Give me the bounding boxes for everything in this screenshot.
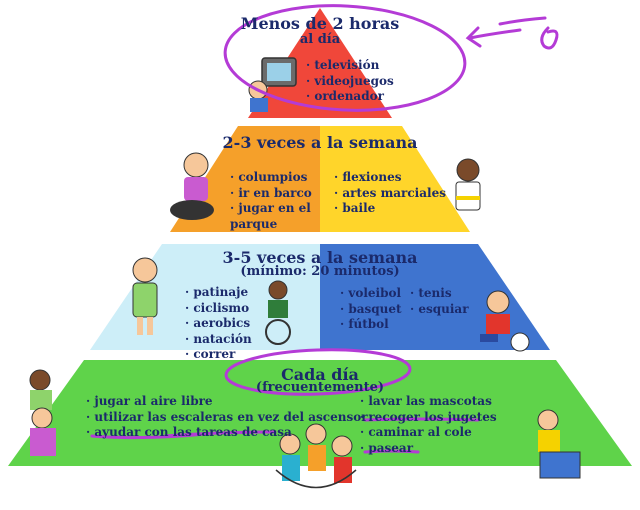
tire-swing-kid-illustration	[170, 152, 214, 220]
list-item: flexiones	[334, 170, 446, 186]
jump-rope-kids-illustration	[275, 423, 357, 489]
list-item: pasear	[360, 441, 497, 457]
list-item: fútbol	[340, 317, 402, 333]
tier-4-left-list: jugar al aire libre utilizar las escaler…	[86, 394, 368, 441]
list-item: columpios	[230, 170, 312, 186]
list-item: ayudar con las tareas de casa	[86, 425, 368, 441]
annotation-arrow	[465, 16, 547, 48]
list-item: televisión	[306, 58, 394, 74]
list-item: ordenador	[306, 89, 394, 105]
list-item: lavar las mascotas	[360, 394, 497, 410]
tier-3-subtitle: (mínimo: 20 minutos)	[240, 264, 400, 279]
tier-4-title: Cada día	[281, 365, 359, 384]
annotation-circle-top	[223, 4, 467, 112]
list-item: recoger los jugetes	[360, 410, 496, 426]
karate-kid-illustration	[455, 158, 481, 211]
list-item: natación	[185, 332, 251, 348]
list-item: videojuegos	[306, 74, 393, 90]
list-item: artes marciales	[334, 186, 446, 202]
list-item: ciclismo	[185, 301, 252, 317]
tier-1-subtitle: al día	[299, 32, 341, 47]
list-item: jugar en el parque	[230, 201, 312, 232]
list-item: ir en barco	[230, 186, 312, 202]
tier-3-right-list-1: voleibol basquet fútbol	[340, 286, 402, 333]
list-item: baile	[334, 201, 446, 217]
tier-4-right-list: lavar las mascotas recoger los jugetes c…	[360, 394, 497, 457]
list-item: aerobics	[185, 316, 252, 332]
list-item: tenis	[410, 286, 469, 302]
tier-2-title: 2-3 veces a la semana	[222, 133, 418, 152]
recycling-kid-illustration	[537, 409, 581, 479]
annotation-swirl	[540, 26, 559, 50]
tier-1-list: televisión videojuegos ordenador	[306, 58, 394, 105]
list-item: patinaje	[185, 285, 252, 301]
tier-3-right-list-2: tenis esquiar	[410, 286, 469, 318]
list-item: esquiar	[410, 302, 468, 318]
tier-3-left-list: patinaje ciclismo aerobics natación corr…	[185, 285, 252, 363]
list-item: voleibol	[340, 286, 402, 302]
kids-stacked-illustration	[29, 369, 56, 456]
list-item: caminar al cole	[360, 425, 497, 441]
cyclist-illustration	[265, 280, 291, 345]
list-item: basquet	[340, 302, 401, 318]
soccer-kid-illustration	[480, 290, 530, 352]
tier-1-title: Menos de 2 horas	[240, 14, 400, 33]
tier-3-title: 3-5 veces a la semana	[222, 248, 418, 267]
list-item: utilizar las escaleras en vez del ascens…	[86, 410, 367, 426]
list-item: jugar al aire libre	[86, 394, 368, 410]
tier-4-subtitle: (frecuentemente)	[255, 380, 385, 395]
girl-illustration	[132, 257, 158, 335]
list-item: correr	[185, 347, 252, 363]
tier-2-right-list: flexiones artes marciales baile	[334, 170, 446, 217]
tier-2-left-list: columpios ir en barco jugar en el parque	[230, 170, 312, 232]
